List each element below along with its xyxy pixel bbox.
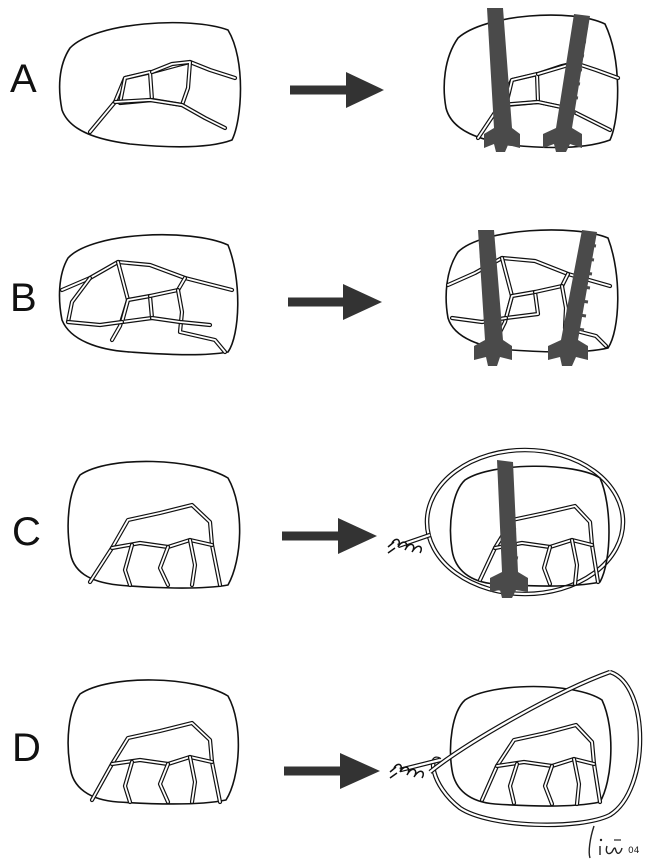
row-c-before-diagram — [68, 461, 240, 588]
row-label-b: B — [10, 276, 37, 320]
bone-outline — [444, 15, 617, 147]
row-d-before-diagram — [68, 680, 238, 804]
row-label-a: A — [10, 57, 37, 101]
row-b-after-diagram — [446, 230, 618, 366]
wire-twist — [388, 535, 430, 553]
row-a-before-diagram — [60, 23, 241, 147]
row-b-before-diagram — [60, 235, 238, 355]
row-a-after-diagram — [444, 8, 618, 152]
row-d-arrow — [284, 753, 380, 789]
row-c-arrow — [282, 518, 377, 554]
cerclage-wire — [400, 672, 640, 825]
row-label-d: D — [12, 726, 41, 770]
fracture-lines — [482, 725, 600, 804]
row-b: B — [10, 230, 618, 366]
bone-outline — [451, 466, 609, 586]
row-c-after-diagram — [388, 450, 623, 598]
signature-year: 04 — [628, 846, 640, 856]
artist-signature: 04 — [589, 826, 640, 858]
row-b-arrow — [288, 284, 382, 320]
screw-left — [474, 230, 512, 366]
row-d-after-diagram — [390, 672, 640, 825]
row-c: C — [12, 450, 623, 598]
fracture-lines — [62, 262, 232, 352]
row-d: D — [12, 672, 640, 825]
screw — [490, 460, 528, 598]
screw-right — [543, 14, 590, 152]
cerclage-wire — [427, 450, 623, 594]
fracture-lines — [92, 723, 220, 802]
row-a-arrow — [290, 72, 384, 108]
fracture-lines — [480, 506, 598, 584]
row-label-c: C — [12, 510, 41, 554]
bone-outline — [451, 687, 611, 807]
fracture-lines — [90, 62, 235, 132]
bone-outline — [68, 461, 240, 588]
screw-right — [548, 230, 597, 366]
row-a: A — [10, 8, 618, 152]
fracture-lines — [90, 505, 220, 585]
bone-outline — [68, 680, 238, 804]
